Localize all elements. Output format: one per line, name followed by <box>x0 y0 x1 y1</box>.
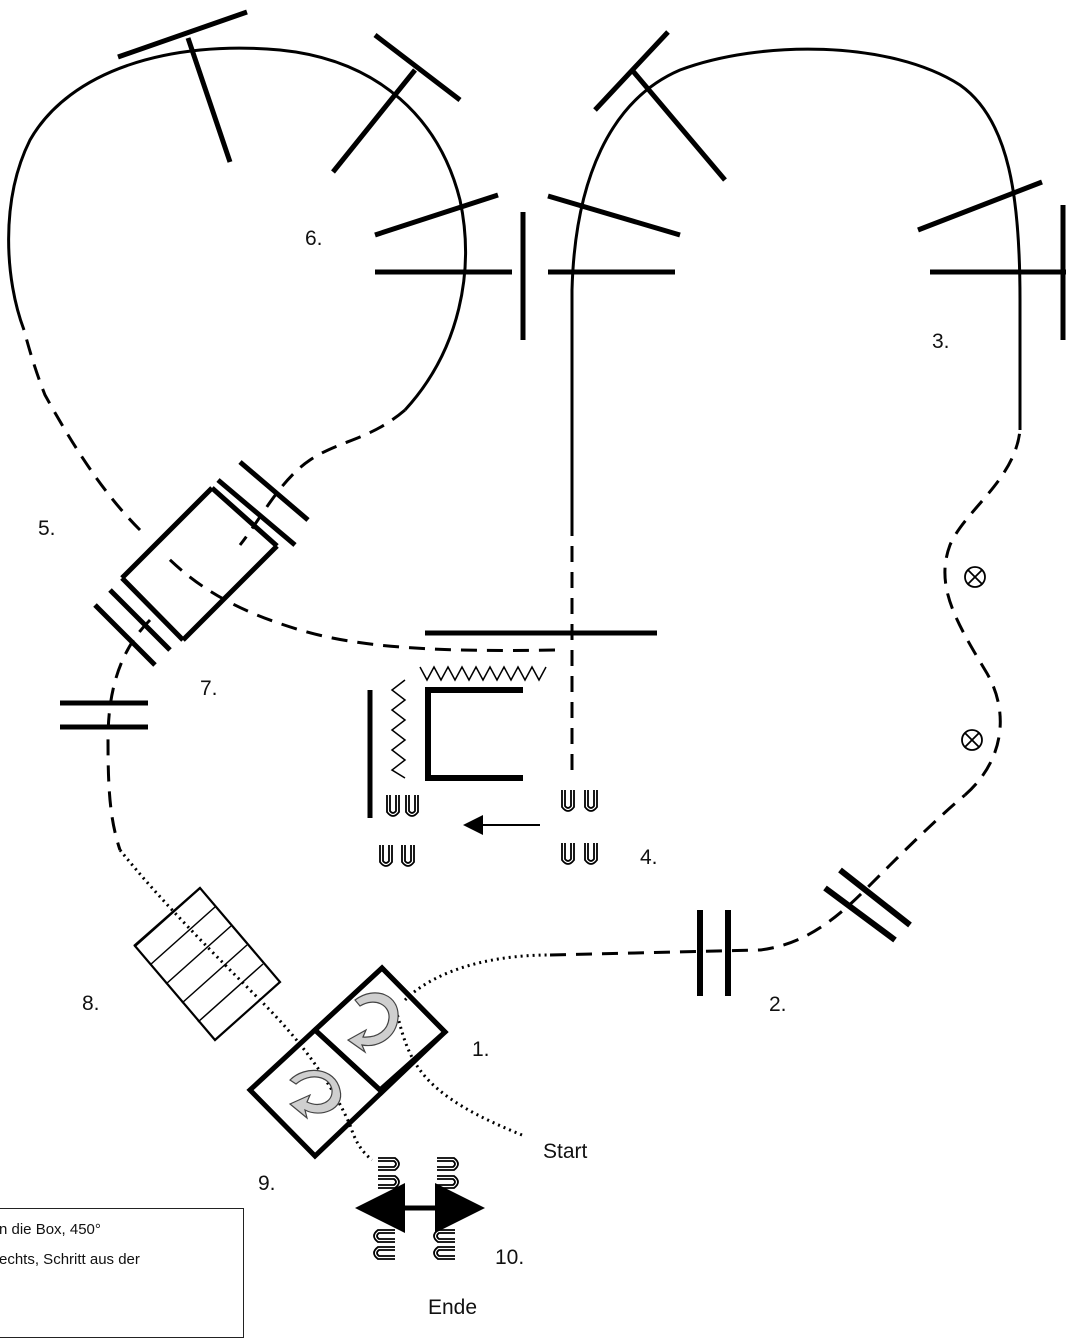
legend-box: n die Box, 450° echts, Schritt aus der <box>0 1208 244 1338</box>
station-label-7: 7. <box>200 677 218 700</box>
u-pair-4c <box>561 790 598 812</box>
path-7-to-5-dashed <box>163 553 556 652</box>
station-label-4: 4. <box>640 846 658 869</box>
path-box1-to-2-dotted <box>403 953 551 1002</box>
u-pair-10-top <box>378 1157 459 1189</box>
end-label: Ende <box>428 1296 478 1319</box>
station-label-6: 6. <box>305 227 323 250</box>
obstacle-station-8 <box>133 886 282 1042</box>
u-pair-10-bottom <box>373 1229 455 1260</box>
legend-line-1: n die Box, 450° <box>0 1221 101 1238</box>
station-label-1: 1. <box>472 1038 490 1061</box>
station-label-2: 2. <box>769 993 787 1016</box>
path-5-up-dashed <box>22 329 142 532</box>
rotate-icon-box1 <box>346 992 399 1054</box>
station-label-5: 5. <box>38 517 56 540</box>
path-to-9-dotted <box>118 849 373 1162</box>
obstacle-station-2 <box>697 867 912 996</box>
cross-marker-lower <box>961 729 983 751</box>
path-to-2-dashed <box>549 793 966 957</box>
station-label-10: 10. <box>495 1246 525 1269</box>
course-path <box>7 46 1022 1162</box>
obstacle-top-right <box>547 30 727 275</box>
rotate-icon-box9 <box>288 1069 342 1120</box>
path-right-loop-solid <box>570 47 1022 520</box>
start-label: Start <box>543 1140 588 1163</box>
u-markers <box>373 790 598 1260</box>
box1-outer <box>311 964 449 1094</box>
path-loop-return-dashed <box>238 408 406 546</box>
obstacle-station-3 <box>917 179 1066 340</box>
path-right-dashed <box>943 429 1022 797</box>
path-5-down-dashed <box>106 618 152 851</box>
legend-line-2: echts, Schritt aus der <box>0 1251 140 1268</box>
station-label-9: 9. <box>258 1172 276 1195</box>
path-start-dotted <box>393 1004 523 1137</box>
u-pair-4a <box>386 795 419 817</box>
station-label-3: 3. <box>932 330 950 353</box>
u-pair-4d <box>561 843 598 865</box>
obstacle-station-5 <box>93 460 310 667</box>
obstacle-station-4 <box>367 630 657 835</box>
cross-marker-upper <box>964 566 986 588</box>
zigzag-left <box>390 679 407 779</box>
bracket-c <box>425 687 523 781</box>
path-left-loop-solid <box>7 46 467 412</box>
u-pair-4b <box>379 845 415 867</box>
box-station-1-9 <box>246 964 449 1160</box>
obstacle-station-6 <box>117 9 526 340</box>
cross-markers <box>961 566 986 751</box>
zigzag-top <box>419 665 547 682</box>
obstacle-station-7-bars <box>60 700 148 730</box>
station-label-8: 8. <box>82 992 100 1015</box>
